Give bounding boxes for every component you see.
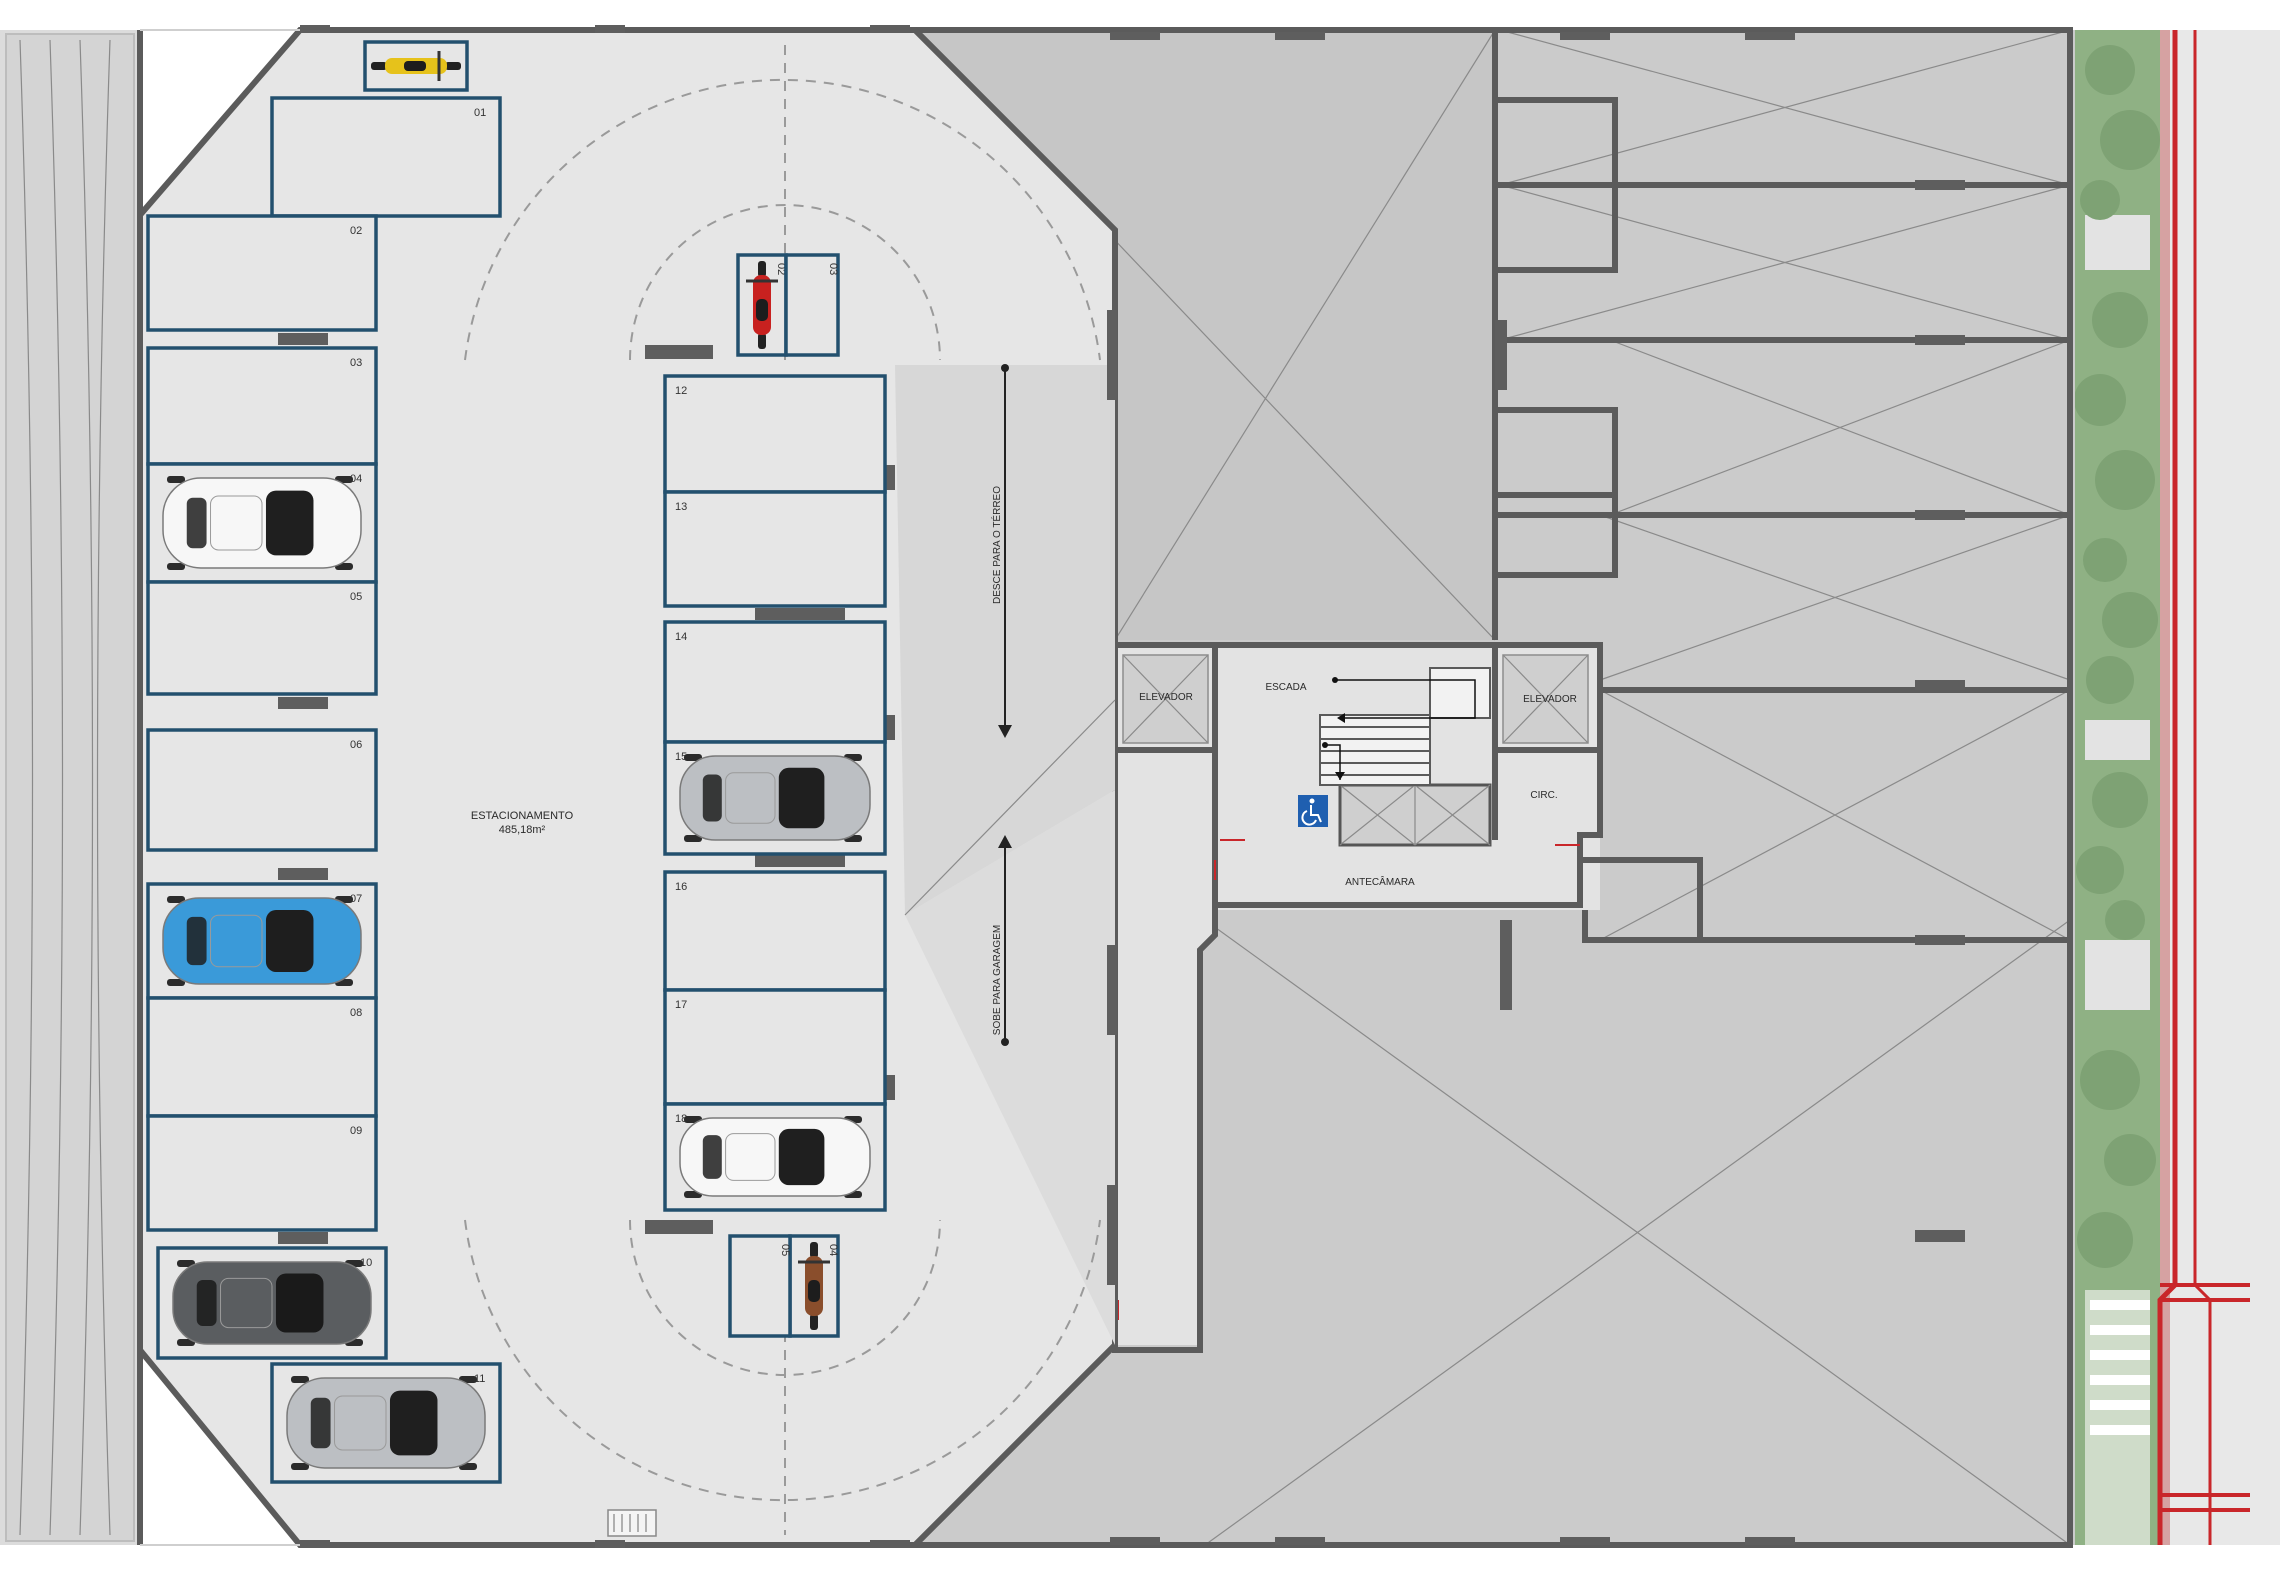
slot-number-label: 05: [779, 1244, 791, 1256]
vehicle-red-motorcycle: [746, 261, 778, 349]
parking-slot-13: 13: [663, 490, 887, 608]
vehicle-yellow-motorcycle: [371, 51, 461, 81]
parking-slot-01: 01: [270, 96, 502, 218]
slot-number-label: 04: [350, 473, 362, 485]
vehicle-blue-car: [162, 896, 362, 986]
slot-number-label: 04: [827, 1244, 839, 1256]
parking-slot-16: 16: [663, 870, 887, 992]
slot-number-label: 02: [350, 225, 362, 237]
vehicle-brown-motorcycle: [798, 1242, 830, 1330]
slot-number-label: 15: [675, 751, 687, 763]
parking-slot-08: 08: [146, 996, 378, 1118]
slot-number-label: 05: [350, 591, 362, 603]
parking-slot-14: 14: [663, 620, 887, 744]
ramp-down-label: DESCE PARA O TÉRREO: [990, 486, 1003, 604]
slot-number-label: 14: [675, 631, 687, 643]
slot-number-label: 02: [775, 263, 787, 275]
building-core: [1112, 642, 1703, 1353]
slot-number-label: 16: [675, 881, 687, 893]
stairs-label: ESCADA: [1265, 682, 1306, 693]
slot-number-label: 01: [474, 107, 486, 119]
parking-slot-05: 05: [146, 580, 378, 696]
slot-number-label: 13: [675, 501, 687, 513]
parking-area-size: 485,18m²: [499, 824, 546, 836]
parking-slot-17: 17: [663, 988, 887, 1106]
slot-number-label: 06: [350, 739, 362, 751]
antechamber-label: ANTECÂMARA: [1345, 875, 1415, 888]
parking-slot-02: 02: [146, 214, 378, 332]
slot-number-label: 18: [675, 1113, 687, 1125]
ramp-up-label: SOBE PARA GARAGEM: [992, 925, 1003, 1035]
vehicles: [162, 51, 871, 1470]
vehicle-dark-gray-car: [172, 1260, 372, 1346]
parking-area-label: ESTACIONAMENTO: [471, 810, 574, 822]
slot-number-label: 03: [827, 263, 839, 275]
slot-number-label: 07: [350, 893, 362, 905]
street-sidewalk: [2074, 30, 2280, 1545]
elevator-right-label: ELEVADOR: [1523, 694, 1577, 705]
slot-number-label: 03: [350, 357, 362, 369]
elevator-left-label: ELEVADOR: [1139, 692, 1193, 703]
circulation-label: CIRC.: [1530, 790, 1557, 801]
slot-number-label: 11: [474, 1373, 485, 1385]
vehicle-silver-car: [679, 754, 871, 842]
slot-number-label: 09: [350, 1125, 362, 1137]
slot-number-label: 10: [360, 1257, 372, 1269]
slot-number-label: 17: [675, 999, 687, 1011]
parking-slot-06: 06: [146, 728, 378, 852]
slot-number-label: 08: [350, 1007, 362, 1019]
parking-slot-09: 09: [146, 1114, 378, 1232]
motorcycle-slot-m03: 03: [784, 253, 840, 357]
wheelchair-icon: [1298, 795, 1328, 827]
vehicle-white-car: [162, 476, 362, 570]
parking-slot-03: 03: [146, 346, 378, 466]
slot-number-label: 12: [675, 385, 687, 397]
vehicle-silver-car: [286, 1376, 486, 1470]
parking-slot-12: 12: [663, 374, 887, 494]
vehicle-white-car: [679, 1116, 871, 1198]
left-neighbor-strip: [0, 30, 140, 1545]
motorcycle-slot-m05: 05: [728, 1234, 792, 1338]
